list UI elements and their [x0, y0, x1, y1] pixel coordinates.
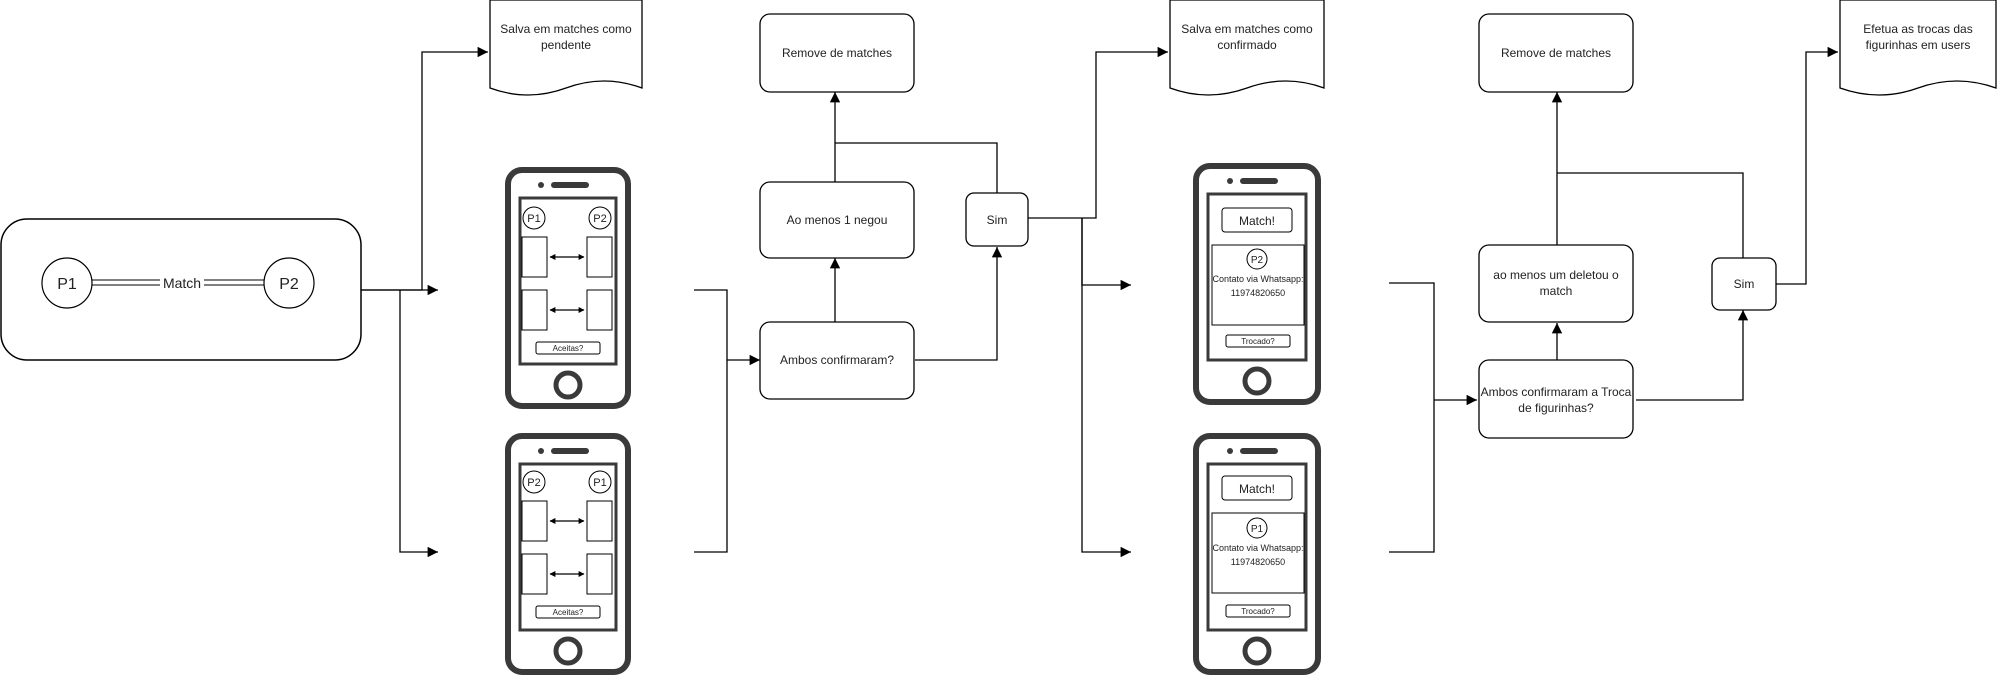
doc-confirmed-line2: confirmado	[1217, 38, 1277, 52]
svg-text:11974820650: 11974820650	[1231, 288, 1285, 298]
box-remove-1: Remove de matches	[759, 13, 915, 93]
svg-text:Match!: Match!	[1239, 214, 1275, 228]
box-ambos-confirmaram: Ambos confirmaram?	[759, 321, 915, 400]
svg-text:P2: P2	[593, 213, 606, 225]
svg-text:Remove de matches: Remove de matches	[782, 46, 892, 60]
svg-text:ao menos um deletou o: ao menos um deletou o	[1493, 268, 1619, 282]
box-sim-2: Sim	[1711, 257, 1777, 311]
svg-text:Contato via Whatsapp:: Contato via Whatsapp:	[1212, 543, 1303, 553]
doc-confirmed: Salva em matches como confirmado	[1169, 0, 1325, 96]
svg-text:Match!: Match!	[1239, 482, 1275, 496]
box-sim-1: Sim	[965, 192, 1029, 247]
doc-pending-line1: Salva em matches como	[500, 22, 632, 36]
svg-text:Ambos confirmaram?: Ambos confirmaram?	[780, 353, 894, 367]
doc-swap-line2: figurinhas em users	[1866, 38, 1971, 52]
doc-pending-line2: pendente	[541, 38, 591, 52]
box-ambos-troca: Ambos confirmaram a Troca de figurinhas?	[1478, 359, 1634, 439]
start-group: P1 P2 Match	[0, 218, 362, 361]
svg-text:match: match	[1540, 284, 1573, 298]
svg-text:Sim: Sim	[1734, 277, 1755, 291]
box-remove-2: Remove de matches	[1478, 13, 1634, 93]
p1-node	[41, 257, 93, 309]
doc-pending: Salva em matches como pendente	[489, 0, 643, 96]
p1-label: P1	[57, 276, 77, 293]
phone-b-bottom-button[interactable]: Trocado?	[1241, 607, 1275, 616]
doc-swap-line1: Efetua as trocas das	[1863, 22, 1972, 36]
svg-text:P1: P1	[593, 477, 606, 489]
connectors	[361, 46, 1838, 558]
phone-a-bottom-button[interactable]: Aceitas?	[553, 608, 584, 617]
doc-swap: Efetua as trocas das figurinhas em users	[1839, 0, 1997, 96]
svg-text:Contato via Whatsapp:: Contato via Whatsapp:	[1212, 274, 1303, 284]
p2-node	[263, 257, 315, 309]
svg-text:Ambos confirmaram a Troca: Ambos confirmaram a Troca	[1481, 385, 1632, 399]
match-label: Match	[163, 275, 201, 291]
svg-text:P2: P2	[1251, 255, 1264, 266]
phone-b-top-button[interactable]: Trocado?	[1241, 337, 1275, 346]
svg-text:P2: P2	[527, 477, 540, 489]
p2-label: P2	[279, 276, 299, 293]
phone-a-top-button[interactable]: Aceitas?	[553, 344, 584, 353]
svg-text:Remove de matches: Remove de matches	[1501, 46, 1611, 60]
svg-text:P1: P1	[1251, 524, 1264, 535]
svg-text:11974820650: 11974820650	[1231, 557, 1285, 567]
phone-a-bottom: P2 P1 Aceitas?	[505, 433, 631, 675]
svg-text:Ao menos 1 negou: Ao menos 1 negou	[787, 213, 888, 227]
box-deletou: ao menos um deletou o match	[1478, 244, 1634, 323]
box-ao-menos-negou: Ao menos 1 negou	[759, 181, 915, 259]
phone-b-top: Match! P2 Contato via Whatsapp: 11974820…	[1193, 163, 1321, 405]
svg-text:de figurinhas?: de figurinhas?	[1518, 401, 1594, 415]
phone-a-top: P1 P2 Aceitas?	[505, 167, 631, 409]
phone-b-bottom: Match! P1 Contato via Whatsapp: 11974820…	[1193, 433, 1321, 675]
svg-text:Sim: Sim	[987, 213, 1008, 227]
doc-confirmed-line1: Salva em matches como	[1181, 22, 1313, 36]
svg-text:P1: P1	[527, 213, 540, 225]
